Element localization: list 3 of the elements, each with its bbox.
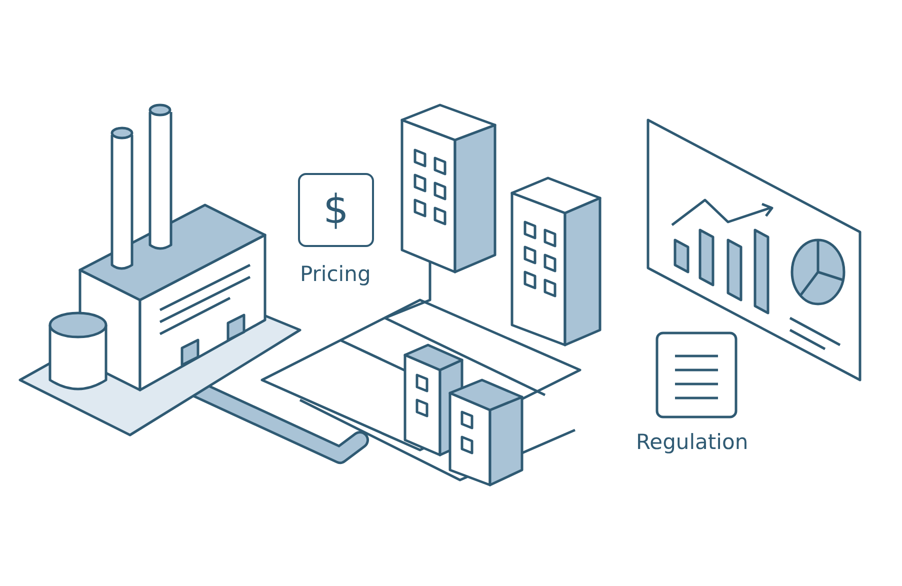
caption: Regulation [636, 430, 748, 454]
node-label: Pricing [300, 262, 371, 286]
price-card: $ [298, 173, 374, 247]
